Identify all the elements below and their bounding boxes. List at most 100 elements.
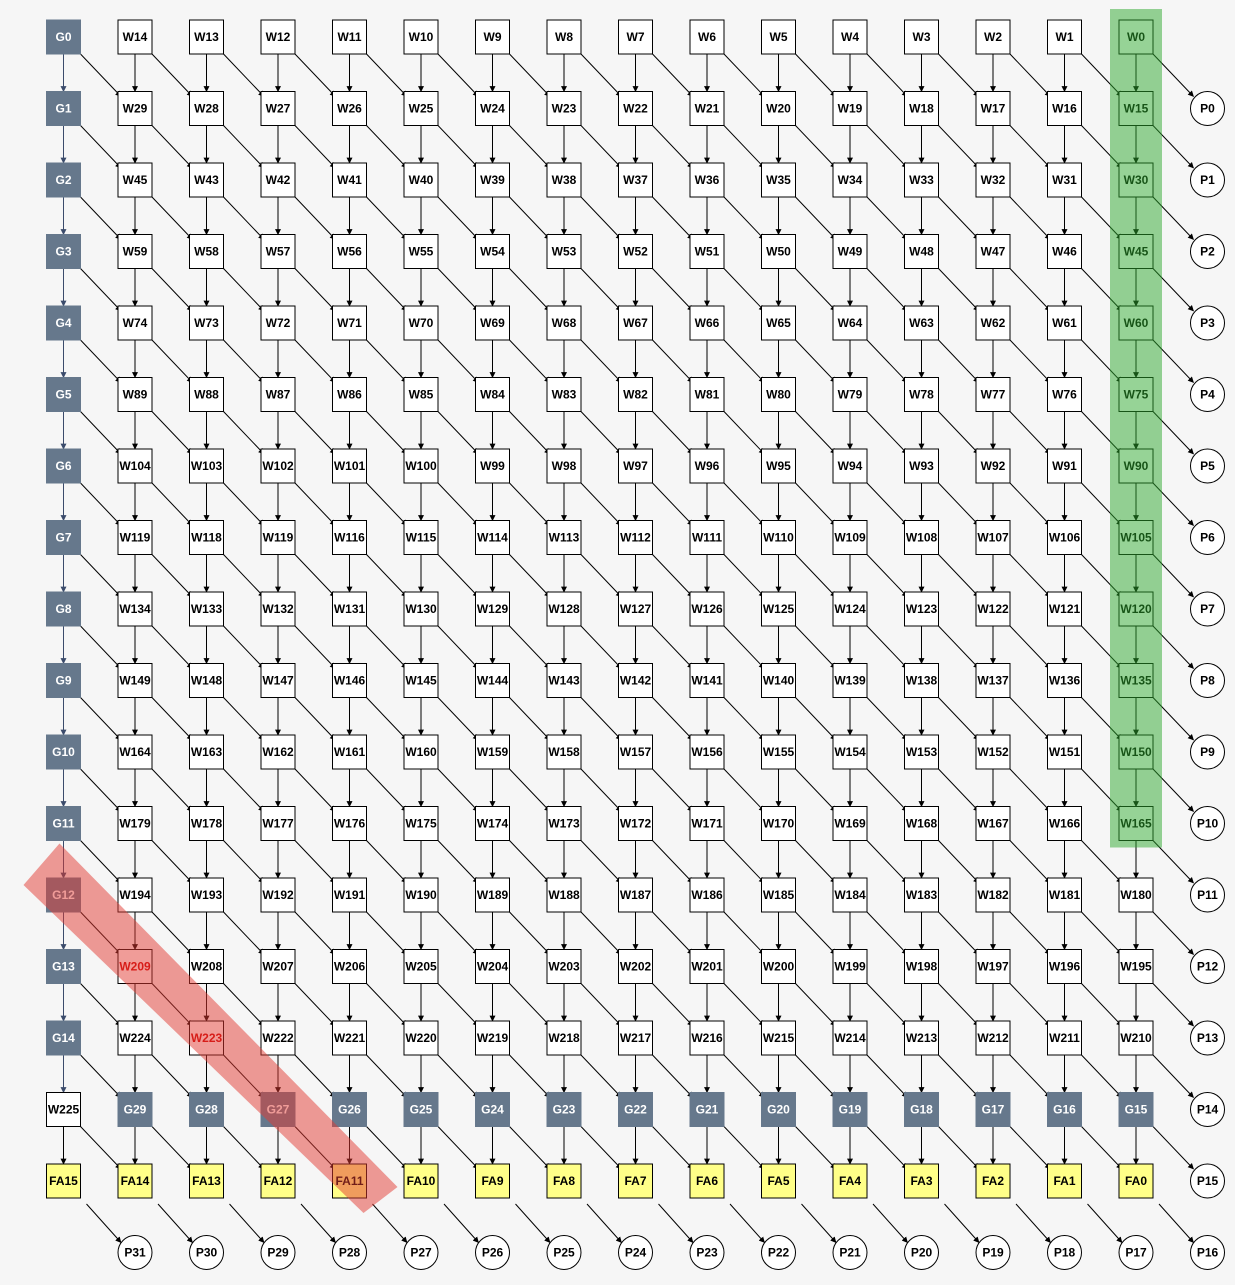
cell-box xyxy=(904,1020,939,1056)
cell-label: W57 xyxy=(266,245,291,259)
cell-box xyxy=(761,591,796,627)
cell-node: W2 xyxy=(975,19,1011,55)
output-node: P9 xyxy=(1190,734,1225,770)
cell-node: W13 xyxy=(189,19,224,55)
output-circle xyxy=(1190,1092,1225,1127)
diagonal-arrow xyxy=(938,768,980,812)
diagonal-arrow xyxy=(795,768,837,812)
gen-node: G14 xyxy=(46,1020,81,1056)
cell-node: W140 xyxy=(761,663,796,698)
output-circle xyxy=(475,1235,510,1270)
diagonal-arrow xyxy=(580,554,622,598)
fa-box xyxy=(832,1163,868,1199)
diagonal-arrow xyxy=(866,911,908,955)
gen-box xyxy=(46,663,81,698)
diagonal-arrow xyxy=(938,125,980,169)
cell-label: W116 xyxy=(334,531,365,545)
diagonal-arrow xyxy=(80,840,122,884)
cell-node: W58 xyxy=(189,234,224,269)
cell-node: W175 xyxy=(403,806,439,841)
output-label: P1 xyxy=(1200,173,1215,187)
cell-box xyxy=(761,448,796,484)
cell-node: W143 xyxy=(546,663,582,698)
cell-node: W48 xyxy=(904,234,939,269)
output-node: P21 xyxy=(832,1235,868,1270)
cell-box xyxy=(403,949,439,984)
cell-node: W63 xyxy=(904,305,939,341)
diagonal-arrow xyxy=(437,482,479,526)
cell-box xyxy=(975,377,1011,412)
cell-label: W28 xyxy=(194,102,219,116)
output-circle xyxy=(1190,234,1225,269)
cell-node: W225 xyxy=(46,1092,81,1127)
cell-node: W127 xyxy=(618,591,653,627)
cell-node: W167 xyxy=(975,806,1011,841)
diagonal-arrow xyxy=(795,1054,837,1098)
diagonal-arrow xyxy=(1009,840,1051,884)
fa-box xyxy=(189,1163,224,1199)
cell-node: W27 xyxy=(260,91,296,126)
cell-node: W123 xyxy=(904,591,939,627)
cell-node: W62 xyxy=(975,305,1011,341)
diagonal-arrow xyxy=(151,482,193,526)
diagonal-arrow xyxy=(652,1126,694,1170)
diagonal-arrow xyxy=(866,1054,908,1098)
cell-node: W156 xyxy=(689,734,725,770)
cell-box xyxy=(260,1020,296,1056)
fa-node: FA14 xyxy=(117,1163,153,1199)
cell-label: W104 xyxy=(119,459,151,473)
cell-node: W100 xyxy=(403,448,439,484)
diagonal-arrow xyxy=(723,268,765,312)
diagonal-arrow xyxy=(509,911,551,955)
gen-node: G13 xyxy=(46,949,81,984)
cell-box xyxy=(546,949,582,984)
cell-label: W41 xyxy=(337,173,362,187)
fa-box xyxy=(546,1163,582,1199)
diagonal-arrow xyxy=(223,911,265,955)
cell-label: W155 xyxy=(763,745,795,759)
cell-label: W204 xyxy=(477,960,509,974)
cell-node: W79 xyxy=(832,377,868,412)
cell-node: W132 xyxy=(260,591,296,627)
output-label: P29 xyxy=(267,1246,289,1260)
cell-node: W11 xyxy=(332,19,367,55)
cell-node: W55 xyxy=(403,234,439,269)
cell-box xyxy=(689,377,725,412)
cell-box xyxy=(332,949,367,984)
fa-box xyxy=(689,1163,725,1199)
cell-label: W50 xyxy=(766,245,791,259)
fa-node: FA6 xyxy=(689,1163,725,1199)
diagonal-arrow xyxy=(1009,339,1051,383)
diagonal-arrow xyxy=(80,125,122,169)
diagonal-arrow xyxy=(223,53,265,97)
cell-node: W173 xyxy=(546,806,582,841)
output-circle xyxy=(1190,91,1225,126)
output-node: P3 xyxy=(1190,305,1225,341)
cell-label: W22 xyxy=(623,102,648,116)
diagonal-arrow xyxy=(795,1126,837,1170)
diagonal-arrow xyxy=(294,1054,336,1098)
cell-label: W47 xyxy=(981,245,1006,259)
diagonal-arrow xyxy=(80,697,122,741)
diagonal-arrow xyxy=(872,1203,908,1243)
cell-label: W12 xyxy=(266,30,291,44)
diagonal-arrow xyxy=(1009,411,1051,455)
cell-node: W47 xyxy=(975,234,1011,269)
cell-label: W42 xyxy=(266,173,291,187)
cell-node: W8 xyxy=(546,19,582,55)
cell-label: W19 xyxy=(838,102,863,116)
cell-node: W108 xyxy=(904,520,939,555)
gen-box xyxy=(46,591,81,627)
cell-label: W26 xyxy=(337,102,362,116)
cell-box xyxy=(1047,806,1082,841)
cell-label: W146 xyxy=(334,674,366,688)
diagonal-arrow xyxy=(223,768,265,812)
cell-box xyxy=(189,19,224,55)
diagonal-arrow xyxy=(223,840,265,884)
output-circle xyxy=(117,1235,153,1270)
gen-node: G17 xyxy=(975,1092,1011,1127)
cell-label: W133 xyxy=(191,602,223,616)
cell-label: W143 xyxy=(548,674,580,688)
diagonal-arrow xyxy=(80,482,122,526)
cell-node: W25 xyxy=(403,91,439,126)
